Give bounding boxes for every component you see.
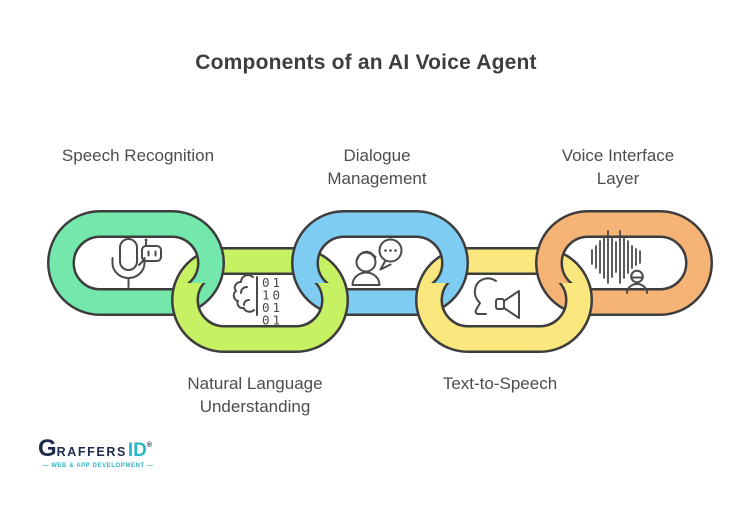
binary-row: 01: [262, 300, 283, 315]
label-dialogue-management: Dialogue Management: [327, 146, 427, 188]
chain-link-dialogue-management: [291, 210, 469, 316]
binary-row: 01: [262, 275, 283, 290]
logo-brand-suffix: ID: [127, 440, 147, 461]
label-text-to-speech: Text-to-Speech: [442, 374, 558, 393]
chain-link-voice-interface-layer: [535, 210, 713, 316]
chain-link-speech-recognition: [47, 210, 225, 316]
logo-tagline: — WEB & APP DEVELOPMENT —: [42, 463, 154, 469]
brain-binary-icon: 01 10 01 01: [232, 274, 283, 328]
label-voice-interface-layer: Voice Interface Layer: [561, 146, 675, 188]
logo-initial: G: [38, 435, 57, 462]
page-title: Components of an AI Voice Agent: [195, 51, 537, 74]
link-fill: [49, 212, 223, 314]
link-fill: [537, 212, 711, 314]
binary-row: 10: [262, 288, 283, 303]
weave-patch: [304, 283, 349, 349]
microphone-robot-icon: [111, 238, 162, 288]
weave-patch: [548, 283, 593, 349]
label-speech-recognition: Speech Recognition: [61, 146, 215, 165]
weave-patch: [415, 283, 456, 349]
link-fill: [293, 212, 467, 314]
registered-mark: ®: [146, 442, 153, 449]
waveform-user-icon: [591, 230, 648, 294]
label-natural-language-understanding: Natural Language Understanding: [187, 374, 323, 416]
person-chat-icon: [351, 238, 403, 286]
logo-brand-text: RAFFERS: [56, 445, 127, 459]
graffersid-logo: G RAFFERS ID ® — WEB & APP DEVELOPMENT —: [38, 435, 158, 470]
binary-row: 01: [262, 313, 283, 328]
weave-patch: [171, 283, 216, 349]
face-megaphone-icon: [473, 277, 520, 319]
